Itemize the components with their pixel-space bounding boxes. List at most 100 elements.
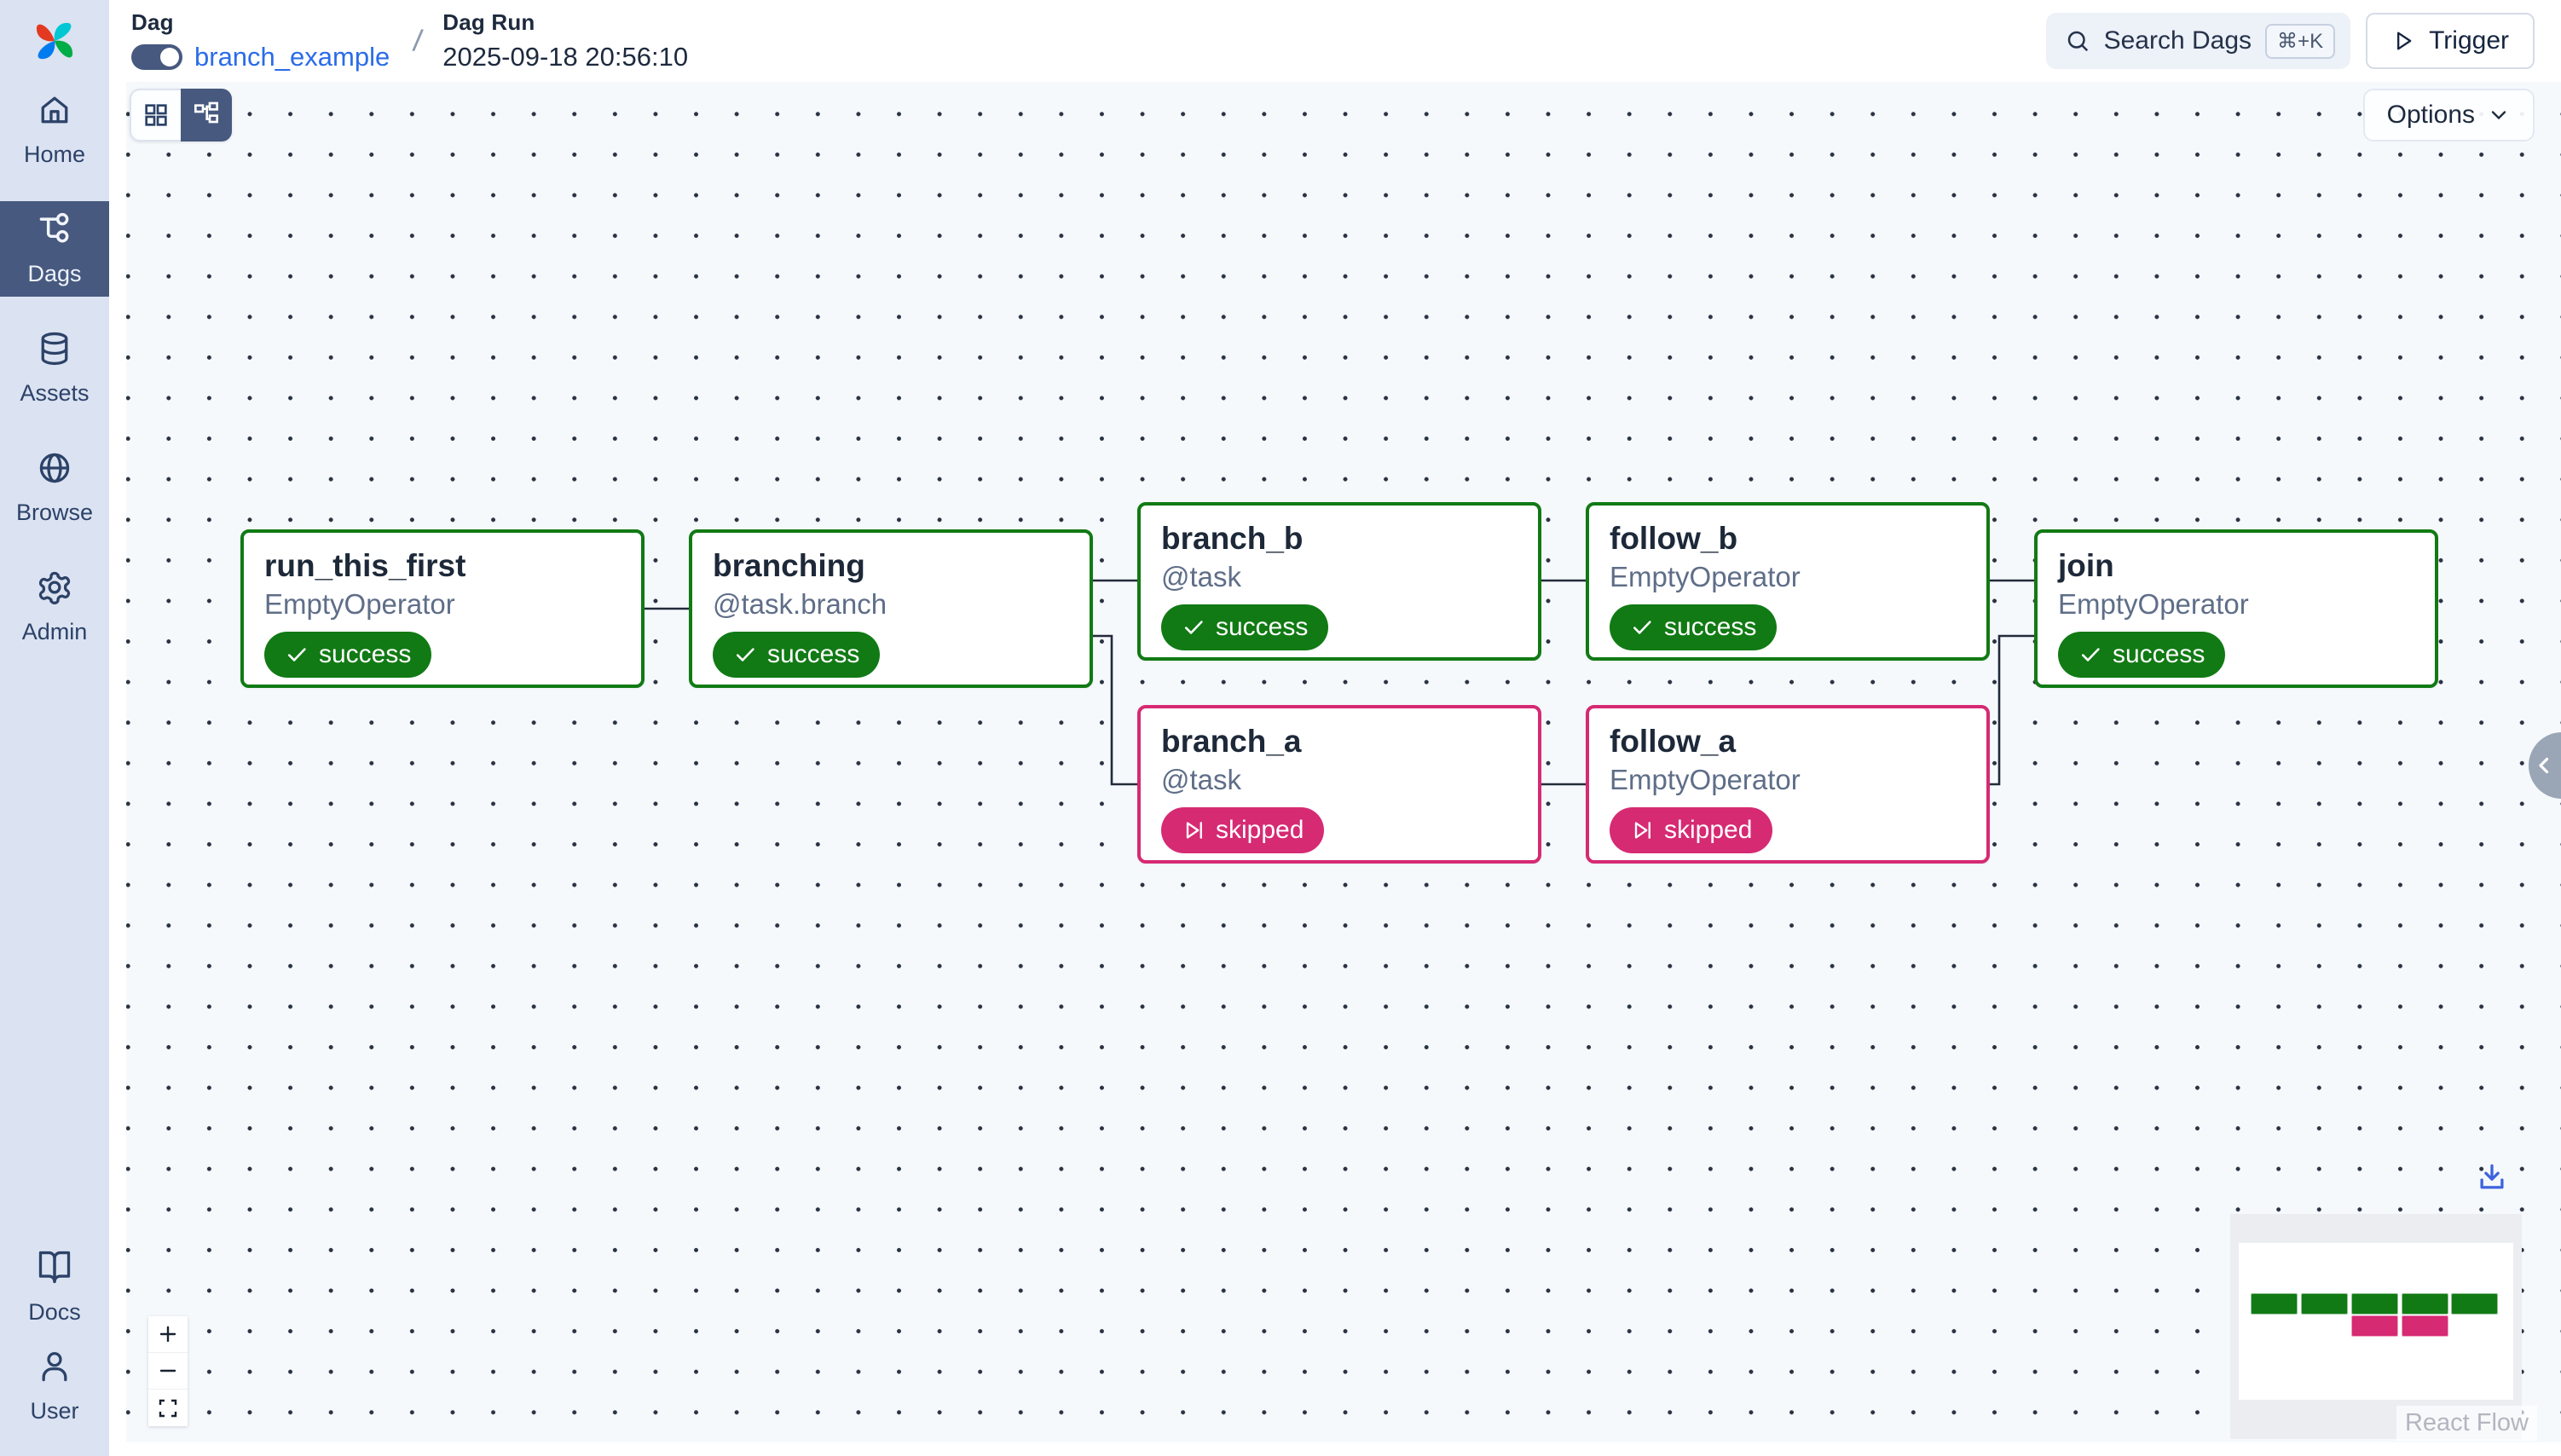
canvas-controls — [148, 1316, 188, 1426]
sidebar-item-label: User — [30, 1398, 79, 1424]
airflow-pinwheel-icon — [36, 22, 73, 60]
node-title: join — [2058, 548, 2114, 583]
zoom-in-button[interactable] — [148, 1316, 188, 1353]
grid-view-button[interactable] — [130, 89, 181, 142]
book-icon — [36, 1249, 73, 1291]
node-operator: EmptyOperator — [1610, 764, 1801, 796]
node-title: run_this_first — [264, 548, 466, 583]
react-flow-attribution: React Flow — [2396, 1406, 2537, 1441]
node-operator: @task — [1161, 561, 1242, 593]
minus-icon — [159, 1369, 176, 1372]
fit-view-icon — [159, 1399, 177, 1417]
breadcrumb-dag: Dag branch_example — [131, 9, 390, 72]
toggle-knob — [160, 48, 179, 66]
dag-node-branch_b[interactable]: branch_b @task success — [1137, 502, 1541, 661]
check-icon — [1630, 615, 1654, 639]
sidebar-item-admin[interactable]: Admin — [0, 559, 109, 655]
search-shortcut-kbd: ⌘+K — [2265, 23, 2336, 59]
fit-view-button[interactable] — [148, 1390, 188, 1426]
breadcrumb-dag-run: Dag Run 2025-09-18 20:56:10 — [442, 9, 688, 72]
trigger-button[interactable]: Trigger — [2366, 13, 2535, 69]
sidebar-item-home[interactable]: Home — [0, 82, 109, 177]
sidebar-item-assets[interactable]: Assets — [0, 321, 109, 416]
sidebar-item-label: Docs — [28, 1299, 81, 1325]
breadcrumb-separator: / — [411, 22, 425, 59]
trigger-label: Trigger — [2429, 26, 2509, 55]
sidebar-item-docs[interactable]: Docs — [0, 1245, 109, 1330]
sidebar-item-dags[interactable]: Dags — [0, 201, 109, 297]
zoom-out-button[interactable] — [148, 1353, 188, 1390]
node-operator: EmptyOperator — [2058, 588, 2249, 621]
options-button[interactable]: Options — [2362, 89, 2535, 142]
dag-run-timestamp: 2025-09-18 20:56:10 — [442, 42, 689, 72]
minimap-node — [2301, 1293, 2348, 1314]
node-state-label: success — [1664, 612, 1757, 641]
node-state-label: success — [767, 639, 860, 668]
download-image-button[interactable] — [2476, 1161, 2508, 1193]
minimap-node — [2351, 1293, 2398, 1314]
node-title: branch_b — [1161, 521, 1304, 556]
minimap[interactable] — [2230, 1214, 2522, 1439]
node-state-badge: success — [1610, 604, 1778, 650]
sidebar-item-browse[interactable]: Browse — [0, 440, 109, 535]
node-state-label: success — [2113, 639, 2205, 668]
home-icon — [36, 91, 73, 133]
play-icon — [2397, 32, 2412, 50]
node-state-badge: success — [1161, 604, 1329, 650]
airflow-logo[interactable] — [0, 0, 109, 82]
globe-icon — [36, 449, 73, 491]
search-dags-button[interactable]: Search Dags ⌘+K — [2045, 13, 2351, 69]
node-operator: EmptyOperator — [264, 588, 455, 621]
check-icon — [285, 643, 309, 667]
node-title: branch_a — [1161, 724, 1302, 759]
sidebar-item-user[interactable]: User — [0, 1343, 109, 1429]
skip-icon — [1182, 818, 1205, 842]
download-icon — [2480, 1164, 2504, 1189]
minimap-node — [2351, 1315, 2398, 1337]
check-icon — [733, 643, 757, 667]
search-icon — [2067, 31, 2088, 52]
dag-node-branch_a[interactable]: branch_a @task skipped — [1137, 705, 1541, 864]
sidebar-item-label: Home — [23, 142, 86, 167]
minimap-node — [2402, 1315, 2448, 1337]
gear-icon — [36, 569, 73, 610]
node-state-badge: success — [713, 631, 881, 678]
dag-name-link[interactable]: branch_example — [194, 42, 390, 72]
user-icon — [36, 1348, 73, 1390]
node-state-label: success — [1216, 612, 1309, 641]
chevron-down-icon — [2491, 111, 2506, 120]
node-state-badge: skipped — [1161, 806, 1325, 853]
node-operator: @task — [1161, 764, 1242, 796]
node-operator: @task.branch — [713, 588, 887, 621]
node-operator: EmptyOperator — [1610, 561, 1801, 593]
sidebar-item-label: Dags — [27, 261, 82, 286]
dag-graph-icon — [36, 211, 73, 252]
node-state-label: skipped — [1216, 815, 1304, 844]
database-icon — [36, 330, 73, 372]
dag-enabled-toggle[interactable] — [131, 44, 182, 70]
node-state-badge: success — [264, 631, 432, 678]
minimap-node — [2451, 1293, 2498, 1314]
search-label: Search Dags — [2103, 26, 2252, 55]
graph-view-button[interactable] — [181, 89, 232, 142]
chevron-left-icon — [2539, 757, 2549, 774]
sidebar-item-label: Browse — [15, 500, 94, 525]
check-icon — [2078, 643, 2102, 667]
edge-follow_a-to-join — [1990, 634, 2034, 786]
node-state-badge: success — [2058, 631, 2226, 678]
node-state-label: success — [319, 639, 412, 668]
minimap-node — [2251, 1293, 2298, 1314]
dag-edges — [645, 579, 2034, 786]
plus-icon — [159, 1326, 176, 1343]
options-label: Options — [2386, 101, 2475, 129]
minimap-node — [2402, 1293, 2448, 1314]
